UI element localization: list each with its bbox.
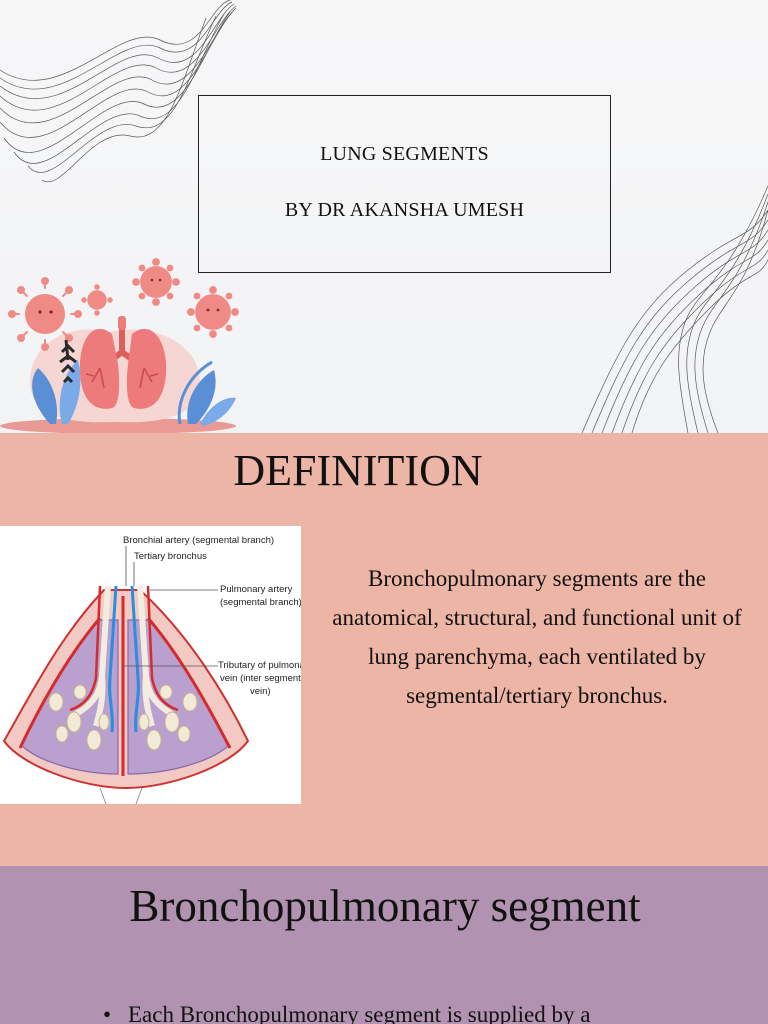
- definition-slide: DEFINITION: [0, 433, 768, 866]
- lungs-virus-illustration: [0, 258, 239, 433]
- label-tributary-line2: vein (inter segmental: [220, 673, 301, 684]
- label-pulmonary-artery-branch: (segmental branch): [220, 597, 301, 608]
- bronchopulmonary-diagram: Bronchial artery (segmental branch) Tert…: [0, 526, 313, 805]
- virus-icon-right: [187, 286, 239, 338]
- label-tertiary-bronchus: Tertiary bronchus: [134, 551, 207, 562]
- lungs-icon: [79, 316, 167, 409]
- virus-icon-left: [8, 277, 82, 351]
- virus-icon-top: [132, 258, 180, 306]
- segment-bullet-list: Each Bronchopulmonary segment is supplie…: [103, 1002, 743, 1024]
- virus-icon-small: [81, 284, 113, 316]
- alveoli-clusters: [48, 684, 198, 751]
- left-bronchus: [74, 585, 111, 727]
- bronchopulmonary-segment-slide: Bronchopulmonary segment Each Bronchopul…: [0, 866, 768, 1024]
- right-bronchus: [137, 585, 174, 727]
- ground-shadow: [0, 418, 236, 433]
- label-pulmonary-artery: Pulmonary artery: [220, 584, 293, 595]
- title-slide: LUNG SEGMENTS BY DR AKANSHA UMESH: [0, 0, 768, 433]
- line-wave-decoration-right: [581, 185, 768, 433]
- leaf-icon-left: [32, 339, 81, 424]
- title-line-lung-segments: LUNG SEGMENTS: [320, 143, 489, 165]
- leaf-icon-right: [177, 360, 236, 426]
- definition-text: Bronchopulmonary segments are the anatom…: [332, 566, 742, 708]
- segment-diagram-svg: Bronchial artery (segmental branch) Tert…: [2, 535, 313, 805]
- label-bronchial-artery: Bronchial artery (segmental branch): [123, 535, 274, 546]
- line-wave-decoration-top-left: [0, 0, 237, 183]
- list-item: Each Bronchopulmonary segment is supplie…: [103, 1002, 743, 1024]
- segment-heading: Bronchopulmonary segment: [129, 881, 641, 931]
- title-box: LUNG SEGMENTS BY DR AKANSHA UMESH: [198, 95, 611, 273]
- definition-heading: DEFINITION: [233, 446, 483, 495]
- label-tributary-line3: vein): [250, 686, 271, 697]
- title-line-author: BY DR AKANSHA UMESH: [284, 199, 525, 221]
- label-tributary-line1: Tributary of pulmonary: [218, 660, 301, 671]
